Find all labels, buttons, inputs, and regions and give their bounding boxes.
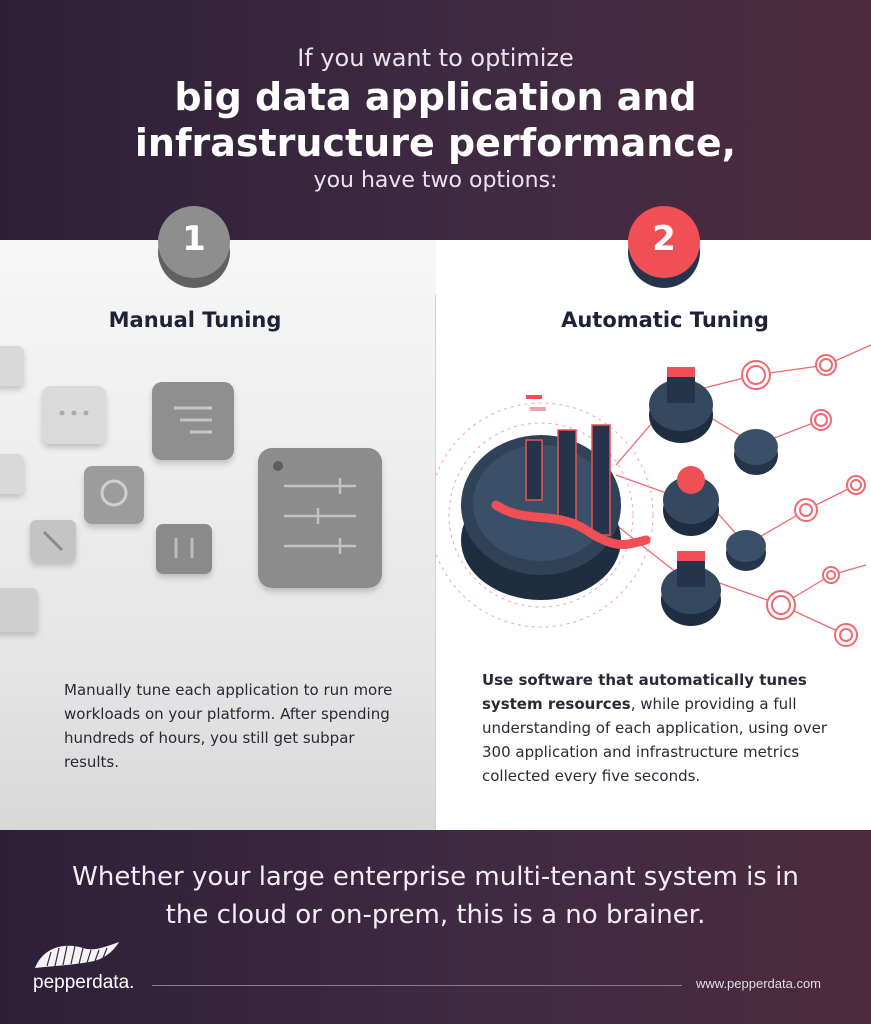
automatic-tuning-title: Automatic Tuning <box>561 308 769 332</box>
manual-tuning-description: Manually tune each application to run mo… <box>64 681 393 771</box>
header-headline-b: infrastructure performance, <box>134 121 737 165</box>
header-line-3: you have two options: <box>313 168 558 193</box>
node-icon <box>734 429 778 475</box>
option-2-badge: 2 <box>628 206 700 278</box>
footer-tagline: Whether your large enterprise multi-tena… <box>72 862 799 930</box>
slash-tile-icon <box>30 520 76 562</box>
manual-controls-illustration <box>0 346 382 632</box>
footer-divider <box>152 985 682 986</box>
header-line-1: If you want to optimize <box>297 44 574 72</box>
panel-divider <box>435 295 436 830</box>
edge-tile-icon <box>0 346 38 632</box>
automatic-tuning-highlight: Use software that automatically tunes sy… <box>482 671 807 713</box>
manual-tuning-title: Manual Tuning <box>108 308 282 332</box>
network-lines <box>615 344 871 636</box>
website-url: www.pepperdata.com <box>696 976 822 991</box>
automatic-network-illustration <box>436 344 871 647</box>
automatic-tuning-description: Use software that automatically tunes sy… <box>482 668 832 788</box>
pause-tile-icon <box>156 524 212 574</box>
node-icon <box>663 466 719 536</box>
dots-tile-icon <box>42 386 106 444</box>
wave-graph-icon <box>491 500 651 549</box>
circle-tile-icon <box>84 466 144 524</box>
node-icon <box>649 367 713 443</box>
footer-banner: Whether your large enterprise multi-tena… <box>0 830 871 1024</box>
menu-tile-icon <box>152 382 234 460</box>
header-headline-a: big data application and <box>174 75 697 119</box>
pepperdata-logo-text: pepperdata. <box>33 972 135 993</box>
ring-node-icon <box>741 354 866 647</box>
node-icon <box>726 530 766 571</box>
bar-chart-icon <box>525 395 611 536</box>
dashed-orbit <box>436 402 654 628</box>
header-banner: If you want to optimize big data applica… <box>0 0 871 240</box>
header-headline: big data application and infrastructure … <box>0 74 871 166</box>
option-1-badge: 1 <box>158 206 230 278</box>
automatic-tuning-detail: , while providing a full understanding o… <box>482 695 827 785</box>
database-cylinder-icon <box>461 435 621 600</box>
node-icon <box>661 551 721 626</box>
sliders-tile-icon <box>258 448 382 588</box>
pepperdata-logo-icon <box>35 942 119 968</box>
